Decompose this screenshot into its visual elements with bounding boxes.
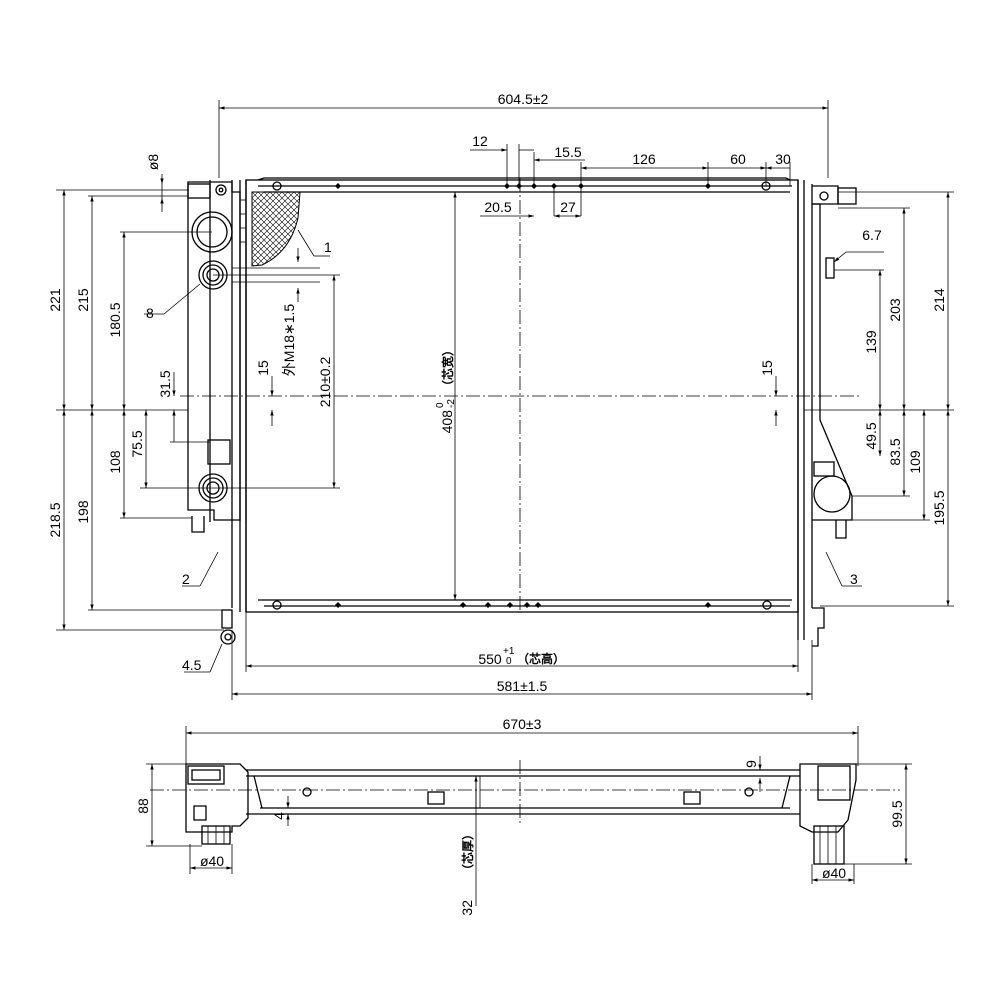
dim-221: 221	[47, 288, 63, 312]
dim-30: 30	[775, 151, 791, 167]
dim-15-5: 15.5	[554, 144, 581, 160]
radiator-core	[180, 177, 862, 613]
callout-1: 1	[324, 239, 332, 255]
callout-8: 8	[146, 305, 154, 321]
dim-180-5: 180.5	[107, 302, 123, 337]
dim-198: 198	[75, 500, 91, 524]
dim-99-5: 99.5	[889, 800, 905, 827]
dim-214: 214	[931, 288, 947, 312]
dim-210: 210±0.2	[317, 357, 333, 408]
core-height-value: 550	[478, 651, 502, 667]
core-height-label: （芯高）	[517, 651, 565, 666]
bottom-view: 670±3 88	[135, 716, 912, 916]
dim-6-7: 6.7	[862, 227, 882, 243]
core-thickness-label: （芯厚）	[460, 828, 475, 876]
thread-spec: 外M18∗1.5	[281, 304, 297, 377]
pipe-dia-left: ø40	[200, 853, 224, 869]
dim-109: 109	[907, 450, 923, 474]
left-dimensions: 221 218.5 215 198 180.5 108 75.5 31.5 ø8	[47, 154, 224, 631]
callout-4-5: 4.5	[182, 657, 202, 673]
width-581-dimension: 581±1.5	[231, 630, 813, 700]
dim-12: 12	[472, 133, 488, 149]
dim-overall-width: 604.5±2	[498, 91, 549, 107]
dim-195-5: 195.5	[931, 490, 947, 525]
left-tank	[187, 180, 247, 645]
core-width-tol-top: 0	[435, 402, 446, 408]
dim-139: 139	[863, 330, 879, 354]
right-dimensions: 15 6.7 214 195.5 203 83.5 139 49.5 109	[759, 191, 954, 607]
dim-27: 27	[560, 199, 576, 215]
dim-218-5: 218.5	[47, 502, 63, 537]
callouts: 1 8 2 3 4.5	[144, 229, 862, 673]
dim-75-5: 75.5	[129, 430, 145, 457]
callout-2: 2	[182, 571, 190, 587]
top-dimensions: 12 15.5 126 60 30 20.5 27	[470, 133, 791, 218]
pipe-dia-right: ø40	[822, 865, 846, 881]
dim-49-5: 49.5	[863, 422, 879, 449]
dim-670: 670±3	[503, 716, 542, 732]
dim-20-5: 20.5	[484, 199, 511, 215]
dim-4: 4	[271, 812, 287, 820]
dim-88: 88	[135, 798, 151, 814]
dim-203: 203	[887, 298, 903, 322]
right-tank	[797, 180, 857, 647]
dim-126: 126	[632, 151, 656, 167]
core-height-tol-top: +1	[503, 646, 515, 657]
core-height-dimension: 550 +1 0 （芯高）	[245, 612, 799, 672]
core-width-value: 408	[439, 410, 455, 434]
core-thickness-value: 32	[459, 900, 475, 916]
core-height-tol-bottom: 0	[506, 656, 512, 667]
dim-15-left: 15	[255, 360, 271, 376]
dim-215: 215	[75, 288, 91, 312]
dim-15-right: 15	[759, 360, 775, 376]
callout-3: 3	[850, 571, 858, 587]
dim-108: 108	[107, 450, 123, 474]
dim-83-5: 83.5	[887, 438, 903, 465]
dim-60: 60	[730, 151, 746, 167]
core-width-tol-bottom: -2	[446, 399, 457, 408]
inner-left-dimensions: 210±0.2 外M18∗1.5 15	[213, 248, 340, 489]
dim-31-5: 31.5	[157, 370, 173, 397]
dim-581: 581±1.5	[497, 678, 548, 694]
top-view: 604.5±2	[47, 91, 954, 700]
core-width-label: （芯宽）	[440, 344, 455, 392]
core-width-dimension: 408 0 -2 （芯宽）	[435, 192, 457, 600]
dim-9: 9	[743, 760, 759, 768]
dim-hole-dia: ø8	[145, 154, 161, 171]
